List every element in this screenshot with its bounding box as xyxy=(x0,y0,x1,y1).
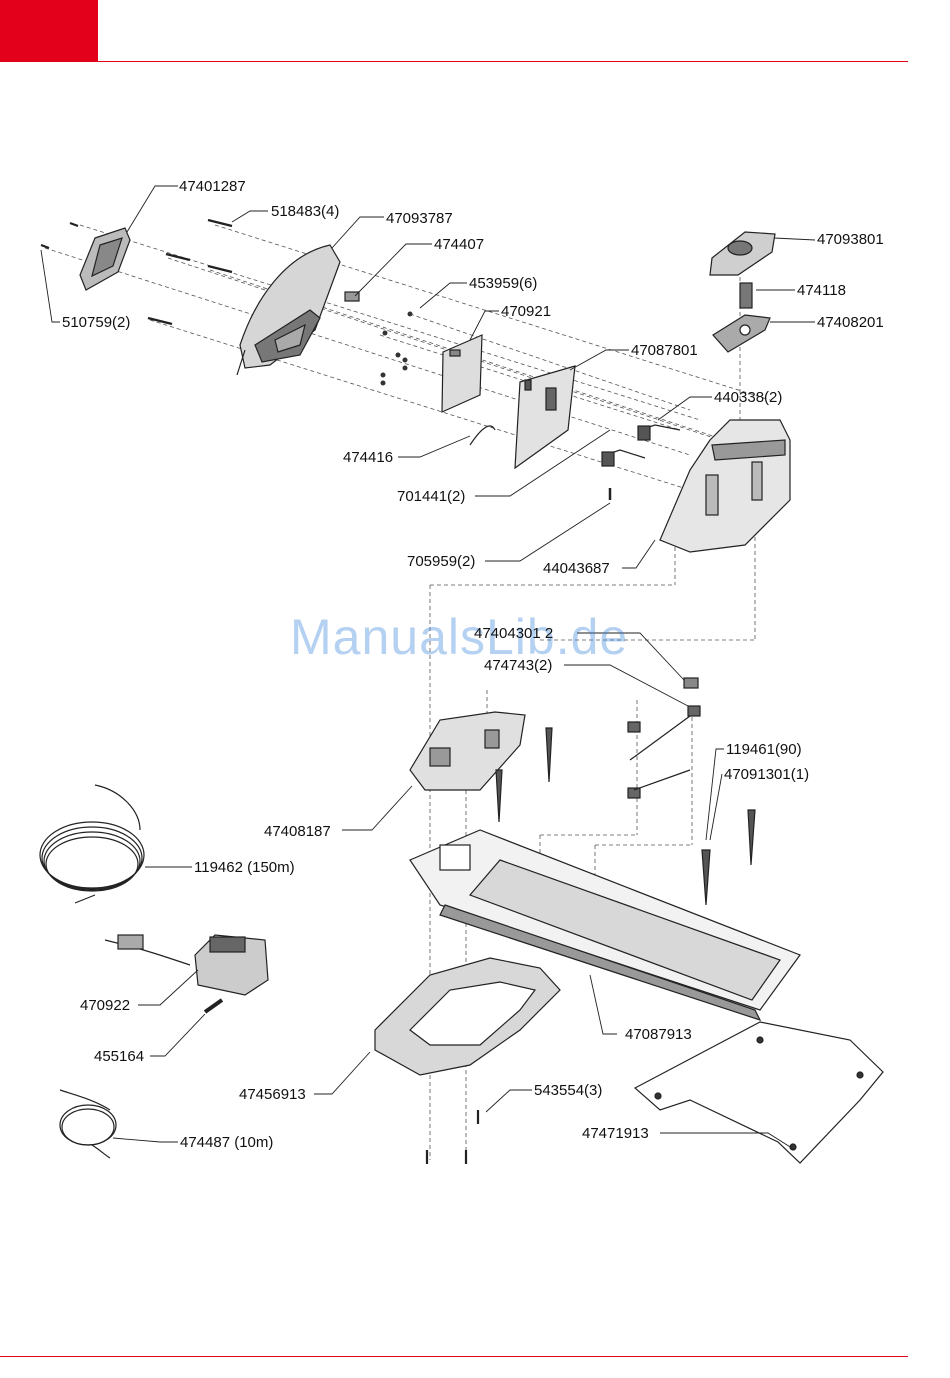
part-47401287-cover xyxy=(80,228,130,290)
part-label-l28: 474487 (10m) xyxy=(180,1135,273,1151)
part-label-l3: 47093787 xyxy=(386,211,453,227)
screws-510759 xyxy=(41,223,78,248)
part-474407 xyxy=(345,292,359,301)
part-label-l9: 47093801 xyxy=(817,232,884,248)
part-470921-pcb xyxy=(442,335,482,412)
part-119462-cable-coil xyxy=(40,785,144,903)
watermark-text: ManualsLib.de xyxy=(290,608,628,666)
part-474743-clips xyxy=(628,678,700,798)
part-47471913-plate xyxy=(635,1022,883,1163)
part-47456913-plate xyxy=(375,958,560,1075)
part-label-l21: 47408187 xyxy=(264,824,331,840)
part-47408187-base xyxy=(410,712,525,790)
part-label-l23: 470922 xyxy=(80,998,130,1014)
part-label-l29: 47471913 xyxy=(582,1126,649,1142)
part-label-l20: 47091301(1) xyxy=(724,767,809,783)
part-455164 xyxy=(205,1000,222,1012)
part-label-l22: 119462 (150m) xyxy=(194,860,295,876)
part-label-l17: 47404301 2 xyxy=(474,626,553,642)
part-47087801-plate xyxy=(515,366,575,468)
part-label-l10: 474118 xyxy=(797,283,846,299)
part-474487-cable xyxy=(60,1090,116,1158)
part-474416-wire xyxy=(470,426,495,445)
part-label-l16: 44043687 xyxy=(543,561,610,577)
part-label-l18: 474743(2) xyxy=(484,658,552,674)
screws-543554 xyxy=(427,1110,478,1164)
part-label-l25: 455164 xyxy=(94,1049,144,1065)
part-47093801-cap xyxy=(710,232,775,275)
part-44043687-housing xyxy=(660,420,790,552)
part-label-l8: 47087801 xyxy=(631,343,698,359)
part-label-l1: 47401287 xyxy=(179,179,246,195)
footer-rule xyxy=(0,1356,908,1357)
part-label-l26: 47456913 xyxy=(239,1087,306,1103)
part-label-l7: 510759(2) xyxy=(62,315,130,331)
part-470922-power-supply xyxy=(105,935,268,995)
part-440338-springs xyxy=(602,425,680,466)
part-label-l5: 453959(6) xyxy=(469,276,537,292)
part-label-l4: 474407 xyxy=(434,237,484,253)
part-label-l11: 47408201 xyxy=(817,315,884,331)
part-label-l12: 440338(2) xyxy=(714,390,782,406)
part-label-l15: 705959(2) xyxy=(407,554,475,570)
part-label-l14: 701441(2) xyxy=(397,489,465,505)
part-label-l19: 119461(90) xyxy=(726,742,802,758)
part-47408201-plate xyxy=(713,315,770,352)
screws-453959 xyxy=(381,312,413,386)
part-label-l24: 47087913 xyxy=(625,1027,692,1043)
part-label-l2: 518483(4) xyxy=(271,204,339,220)
part-label-l13: 474416 xyxy=(343,450,393,466)
part-474118-spring xyxy=(740,283,752,308)
part-label-l6: 470921 xyxy=(501,304,551,320)
part-label-l27: 543554(3) xyxy=(534,1083,602,1099)
screws-518483 xyxy=(148,220,232,324)
